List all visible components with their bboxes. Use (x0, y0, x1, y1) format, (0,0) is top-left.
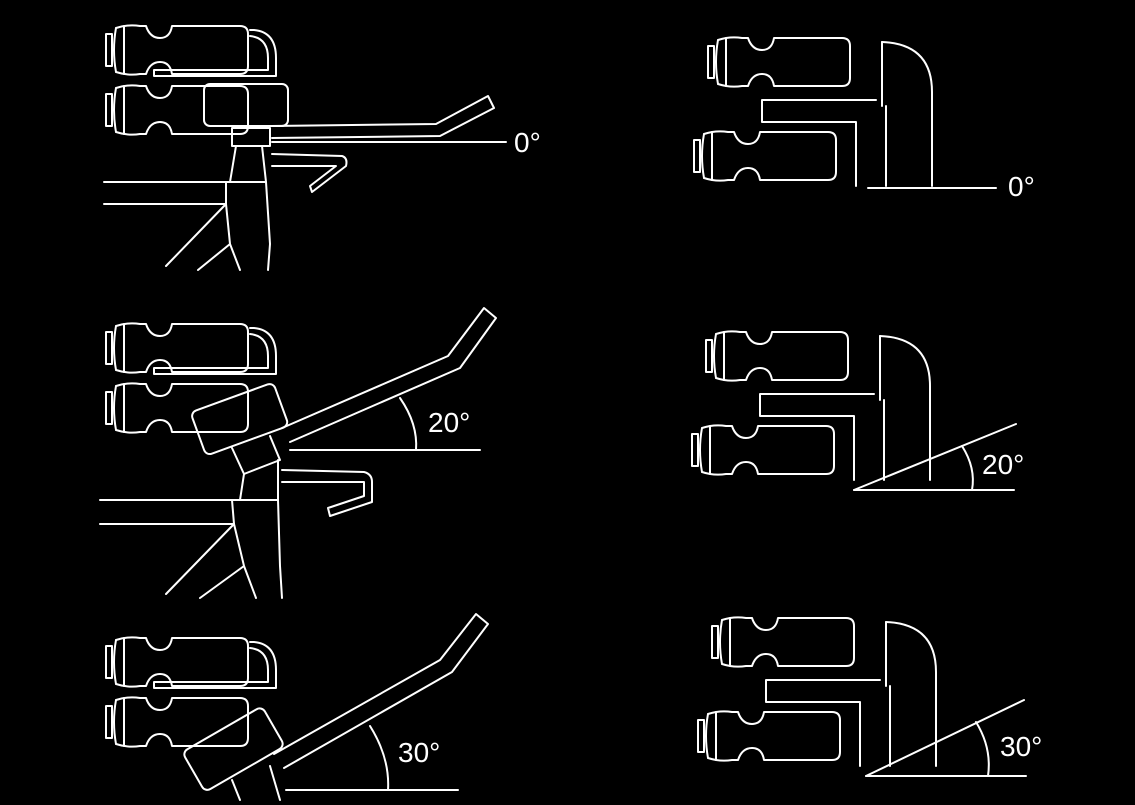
stem-clamp (203, 83, 289, 127)
angle-label-row2-left: 20° (428, 407, 470, 438)
bike-mount-0deg (103, 25, 507, 271)
angle-label-row3-left: 30° (398, 737, 440, 768)
stem-clamp (183, 707, 284, 791)
angle-label-row1-right: 0° (1008, 171, 1035, 202)
incline-wedge (853, 423, 1017, 491)
angle-label-row3-right: 30° (1000, 731, 1042, 762)
bike-mount-20deg (99, 307, 497, 599)
incline-wedge (865, 699, 1027, 777)
right-mount-30deg (698, 617, 1027, 777)
right-mount-0deg (694, 37, 997, 189)
angle-label-row2-right: 20° (982, 449, 1024, 480)
bike-mount-30deg (106, 613, 489, 801)
right-mount-20deg (692, 331, 1017, 491)
angle-label-row1-left: 0° (514, 127, 541, 158)
stem-clamp (191, 383, 289, 456)
